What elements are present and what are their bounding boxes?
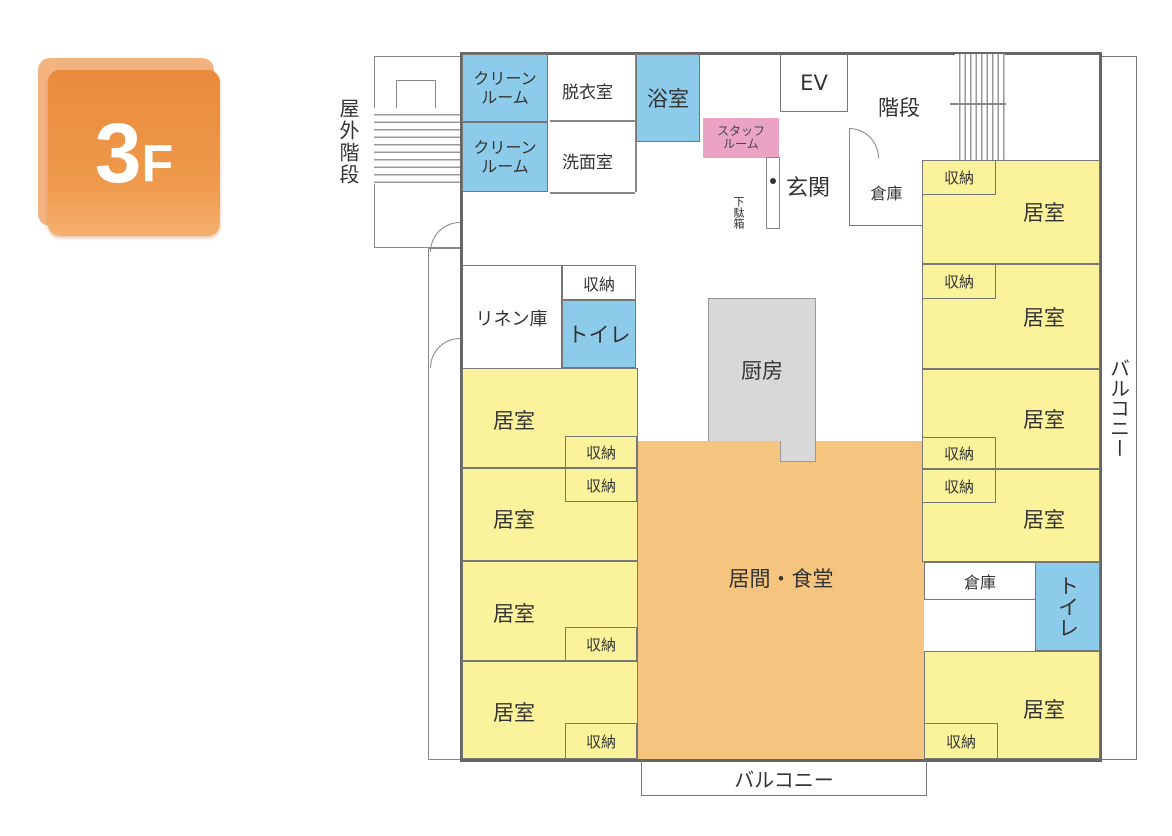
- outdoor-stair-steps: [374, 108, 460, 184]
- clean-room-2: クリーンルーム: [462, 122, 548, 192]
- room-label: 居室: [493, 508, 535, 532]
- storage: 収納: [562, 265, 636, 300]
- washroom-label: 洗面室: [562, 153, 613, 173]
- outdoor-stairs-label: 屋外階段: [336, 98, 360, 186]
- room-label: スタッフルーム: [717, 124, 766, 151]
- room-label: 収納: [945, 732, 976, 751]
- shoe-box: [766, 157, 780, 229]
- room-label: 居室: [1023, 508, 1065, 532]
- room-label: 収納: [943, 477, 974, 496]
- elevator: EV: [780, 54, 848, 112]
- clean-room-1: クリーンルーム: [462, 54, 548, 122]
- living-dining: 居間・食堂: [638, 441, 924, 759]
- storage: 収納: [565, 468, 637, 502]
- room-label: 収納: [582, 274, 615, 294]
- storage: 収納: [565, 723, 637, 759]
- storage: 収納: [922, 160, 996, 195]
- storehouse-right: 倉庫: [924, 562, 1036, 600]
- room-label: 収納: [943, 273, 974, 291]
- room-label: 厨房: [741, 359, 783, 383]
- stairs-steps: [955, 54, 1005, 160]
- toilet-right: トイレ: [1035, 562, 1100, 651]
- left-corridor: [428, 248, 462, 760]
- storage: 収納: [922, 469, 996, 503]
- room-label: トイレ: [1055, 575, 1080, 638]
- room-label: 居室: [493, 409, 535, 433]
- room-label: 収納: [943, 169, 974, 187]
- stairs-label: 階段: [878, 96, 920, 120]
- floor-number: 3: [94, 105, 142, 200]
- entrance-label: 玄関: [786, 176, 831, 201]
- room-label: クリーンルーム: [473, 138, 537, 176]
- room-label: 倉庫: [870, 183, 903, 203]
- floor-suffix: F: [141, 135, 174, 193]
- storage: 収納: [924, 723, 998, 759]
- pointer-dot: [770, 178, 776, 184]
- room-label: EV: [800, 70, 828, 95]
- room-label: バルコニー: [734, 767, 834, 792]
- room-label: 収納: [585, 476, 616, 495]
- room-label: 浴室: [647, 87, 689, 111]
- room-label: 居室: [1023, 305, 1065, 330]
- room-label: 居室: [1023, 201, 1065, 225]
- room-label: リネン庫: [475, 308, 548, 330]
- balcony-bottom: バルコニー: [641, 761, 927, 796]
- room-label: 居室: [1023, 408, 1065, 432]
- balcony-right: バルコニー: [1102, 56, 1137, 760]
- room-label: 収納: [585, 635, 616, 654]
- storage: 収納: [922, 264, 996, 299]
- storage: 収納: [922, 437, 996, 469]
- toilet-left: トイレ: [562, 300, 636, 368]
- room-label: 居間・食堂: [728, 567, 834, 591]
- room-label: 居室: [1023, 698, 1065, 722]
- storage: 収納: [565, 436, 637, 468]
- bathroom: 浴室: [636, 54, 700, 142]
- room-label: 居室: [493, 701, 535, 725]
- room-label: クリーンルーム: [473, 69, 537, 107]
- kitchen-extension: [780, 438, 816, 462]
- kitchen: 厨房: [708, 298, 816, 441]
- shoe-box-label: 下駄箱: [732, 196, 745, 229]
- room-label: 収納: [585, 443, 616, 462]
- room-label: 倉庫: [963, 573, 996, 592]
- room-label: トイレ: [567, 323, 631, 347]
- storehouse-top: 倉庫: [849, 158, 923, 226]
- room-label: 収納: [943, 444, 974, 463]
- storage: 収納: [565, 627, 637, 661]
- floor-badge: 3 F: [48, 70, 220, 236]
- room-label: バルコニー: [1106, 358, 1131, 458]
- staff-room: スタッフルーム: [703, 118, 779, 158]
- linen-room: リネン庫: [462, 265, 562, 369]
- room-label: 居室: [493, 602, 535, 626]
- dressing-room-label: 脱衣室: [562, 83, 613, 103]
- room-label: 収納: [585, 732, 616, 751]
